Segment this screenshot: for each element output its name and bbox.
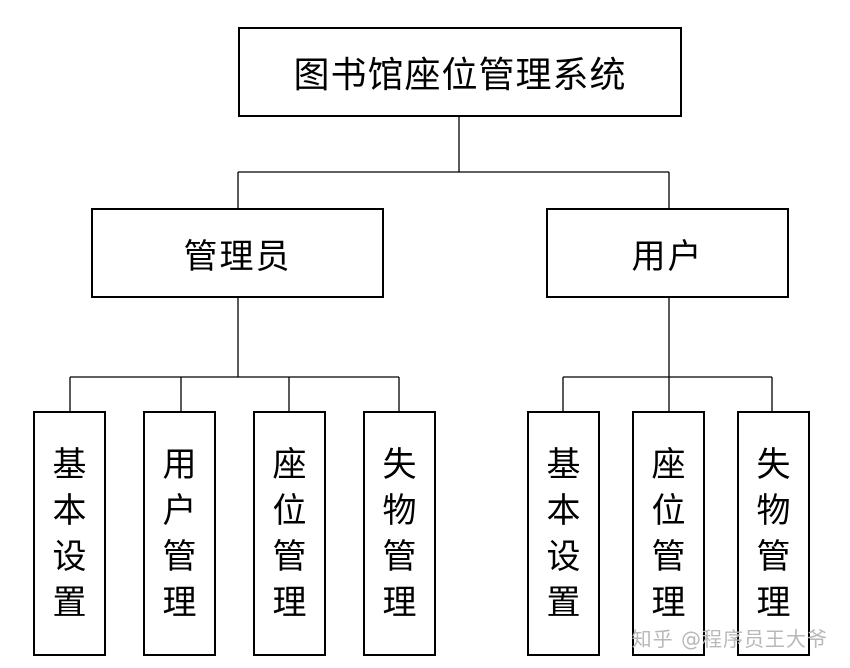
module-admin-lost-item-management: 失物管理 bbox=[363, 411, 436, 656]
module-user-lost-item-management: 失物管理 bbox=[737, 411, 810, 656]
module-label: 用户管理 bbox=[162, 444, 197, 623]
role-label-admin: 管理员 bbox=[183, 236, 292, 277]
module-label: 基本设置 bbox=[52, 444, 87, 623]
module-label: 座位管理 bbox=[272, 444, 307, 623]
module-admin-basic-settings: 基本设置 bbox=[33, 411, 106, 656]
module-label: 失物管理 bbox=[756, 444, 791, 623]
root-node: 图书馆座位管理系统 bbox=[238, 27, 682, 117]
module-admin-seat-management: 座位管理 bbox=[253, 411, 326, 656]
module-label: 基本设置 bbox=[546, 444, 581, 623]
root-label: 图书馆座位管理系统 bbox=[293, 55, 627, 96]
role-node-user: 用户 bbox=[546, 208, 789, 298]
role-label-user: 用户 bbox=[631, 236, 704, 277]
role-node-admin: 管理员 bbox=[91, 208, 384, 298]
module-user-basic-settings: 基本设置 bbox=[527, 411, 600, 656]
module-user-seat-management: 座位管理 bbox=[632, 411, 705, 656]
module-label: 座位管理 bbox=[651, 444, 686, 623]
module-label: 失物管理 bbox=[382, 444, 417, 623]
watermark-text: 知乎 @程序员王大爷 bbox=[631, 627, 828, 651]
module-admin-user-management: 用户管理 bbox=[143, 411, 216, 656]
